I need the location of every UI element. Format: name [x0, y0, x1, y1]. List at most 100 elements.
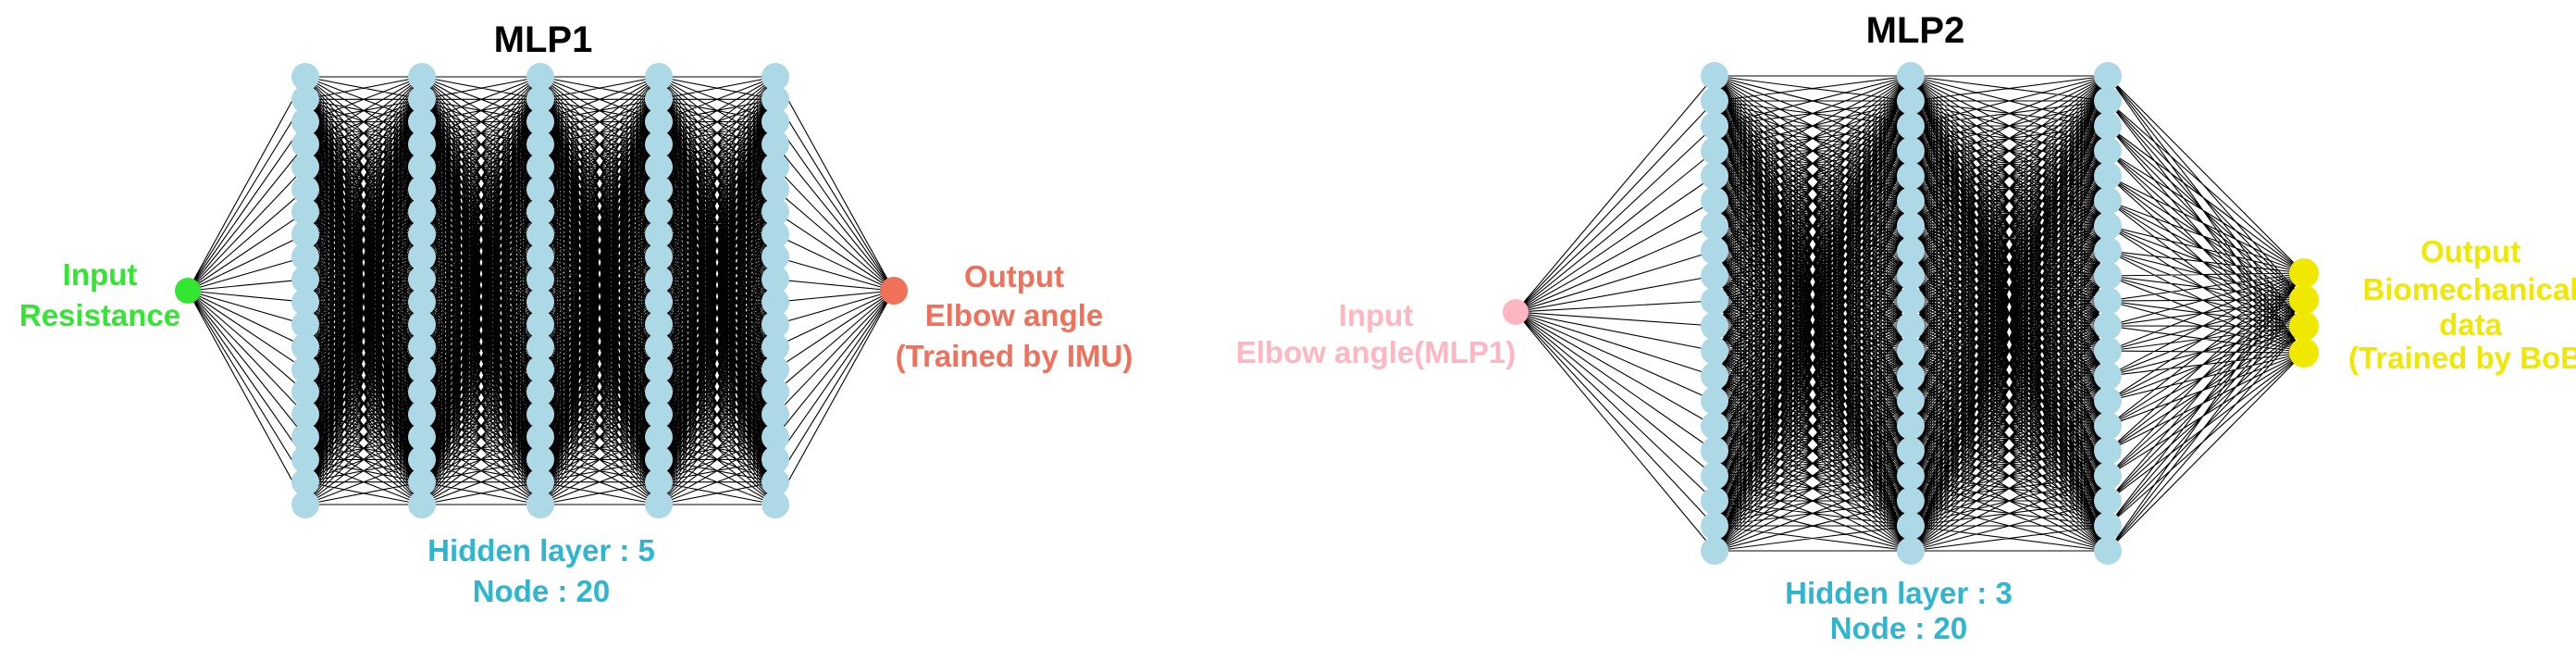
mlp2-hidden-node	[2094, 212, 2122, 240]
mlp2-hidden-node	[1897, 387, 1925, 415]
mlp1-hidden-node	[526, 153, 554, 181]
mlp2-hidden-layer-1	[1701, 62, 1728, 565]
mlp1-hidden-node	[526, 63, 554, 91]
mlp1-hidden-node	[526, 265, 554, 293]
mlp1-hidden-node	[762, 355, 789, 384]
mlp2-hidden-node	[1701, 237, 1728, 265]
mlp1-hidden-node	[408, 310, 436, 339]
mlp1-hidden-layer-3	[526, 63, 554, 518]
mlp1-hidden-node	[645, 468, 673, 496]
mlp1-hidden-node	[408, 197, 436, 226]
mlp1-hidden-node	[291, 355, 319, 384]
mlp1-hidden-node	[291, 265, 319, 293]
mlp1-hidden-node	[408, 153, 436, 181]
mlp1-hidden-node	[526, 445, 554, 474]
mlp2-hidden-node	[2094, 287, 2122, 315]
mlp2-output-name: Biomechanical	[2363, 272, 2576, 306]
mlp1-hidden-node	[408, 220, 436, 249]
mlp1-hidden-node	[526, 175, 554, 204]
mlp1-hidden-node	[526, 107, 554, 136]
mlp2-hidden-node	[1701, 412, 1728, 440]
mlp2-output-node	[2289, 258, 2319, 288]
mlp1-output-label: Output	[964, 259, 1064, 293]
mlp2-input-label: Input	[1339, 298, 1414, 332]
mlp2-hidden-node	[2094, 387, 2122, 415]
mlp1-hidden-node	[762, 63, 789, 91]
mlp1-hidden-node	[408, 355, 436, 384]
mlp1-hidden-node	[408, 378, 436, 406]
mlp1-hidden-node	[291, 288, 319, 317]
mlp1-hidden-node	[526, 130, 554, 158]
mlp1-hidden-node	[526, 85, 554, 114]
mlp1-hidden-node	[645, 423, 673, 452]
mlp2-hidden-node	[1701, 162, 1728, 190]
mlp1-hidden-node	[408, 130, 436, 158]
mlp1-hidden-layer-count: Hidden layer : 5	[427, 533, 655, 567]
mlp2-node-count: Node : 20	[1830, 611, 1968, 645]
mlp2-hidden-node	[2094, 462, 2122, 490]
mlp2-hidden-layer-3	[2094, 62, 2122, 565]
mlp2-hidden-node	[2094, 137, 2122, 165]
mlp2-hidden-node	[2094, 87, 2122, 115]
mlp1-connections	[187, 76, 895, 505]
mlp2-hidden-node	[2094, 337, 2122, 365]
mlp2-hidden-node	[1897, 312, 1925, 340]
mlp1-hidden-node	[291, 445, 319, 474]
mlp2-hidden-node	[1897, 162, 1925, 190]
mlp2-hidden-node	[1701, 287, 1728, 315]
mlp1-hidden-node	[291, 175, 319, 204]
mlp1-hidden-node	[762, 175, 789, 204]
mlp2-hidden-node	[1701, 462, 1728, 490]
mlp1-hidden-node	[291, 85, 319, 114]
mlp1-hidden-node	[762, 243, 789, 271]
mlp1-hidden-node	[526, 288, 554, 317]
mlp2-hidden-node	[1897, 412, 1925, 440]
network-nodes	[175, 62, 2319, 565]
mlp1-hidden-node	[762, 85, 789, 114]
mlp1-hidden-node	[762, 310, 789, 339]
mlp2-hidden-node	[1897, 487, 1925, 515]
mlp1-hidden-node	[526, 310, 554, 339]
mlp1-hidden-node	[408, 63, 436, 91]
mlp1-hidden-node	[526, 197, 554, 226]
mlp1-hidden-node	[762, 423, 789, 452]
mlp1-hidden-node	[645, 197, 673, 226]
mlp1-hidden-node	[291, 491, 319, 518]
mlp1-hidden-node	[408, 243, 436, 271]
mlp1-hidden-layer-5	[762, 63, 789, 518]
mlp2-hidden-node	[1897, 262, 1925, 290]
mlp2-hidden-node	[1897, 512, 1925, 540]
mlp2-hidden-node	[2094, 312, 2122, 340]
mlp1-hidden-node	[526, 468, 554, 496]
mlp2-output-training: (Trained by BoB)	[2348, 341, 2576, 375]
mlp2-hidden-node	[1701, 187, 1728, 215]
mlp1-hidden-node	[291, 310, 319, 339]
mlp2-hidden-node	[1897, 62, 1925, 90]
mlp1-hidden-node	[762, 445, 789, 474]
mlp2-hidden-node	[1701, 112, 1728, 140]
mlp2-hidden-node	[1701, 362, 1728, 390]
mlp2-hidden-node	[2094, 512, 2122, 540]
mlp1-hidden-layer-2	[408, 63, 436, 518]
mlp2-output-node	[2289, 338, 2319, 368]
mlp1-hidden-node	[762, 265, 789, 293]
mlp2-output-node	[2289, 284, 2319, 315]
mlp1-hidden-node	[645, 220, 673, 249]
mlp1-hidden-layer-1	[291, 63, 319, 518]
mlp1-hidden-node	[408, 107, 436, 136]
mlp2-hidden-node	[1701, 137, 1728, 165]
mlp1-hidden-node	[408, 288, 436, 317]
mlp1-hidden-node	[526, 423, 554, 452]
mlp1-hidden-node	[291, 197, 319, 226]
mlp1-hidden-node	[291, 63, 319, 91]
mlp2-output-layer	[2289, 258, 2319, 368]
mlp1-hidden-node	[526, 332, 554, 361]
mlp1-hidden-node	[526, 243, 554, 271]
mlp1-hidden-node	[408, 468, 436, 496]
mlp2-input-layer	[1503, 299, 1529, 325]
mlp1-hidden-node	[408, 423, 436, 452]
mlp1-hidden-node	[526, 400, 554, 429]
mlp1-hidden-node	[762, 197, 789, 226]
mlp1-hidden-node	[408, 332, 436, 361]
